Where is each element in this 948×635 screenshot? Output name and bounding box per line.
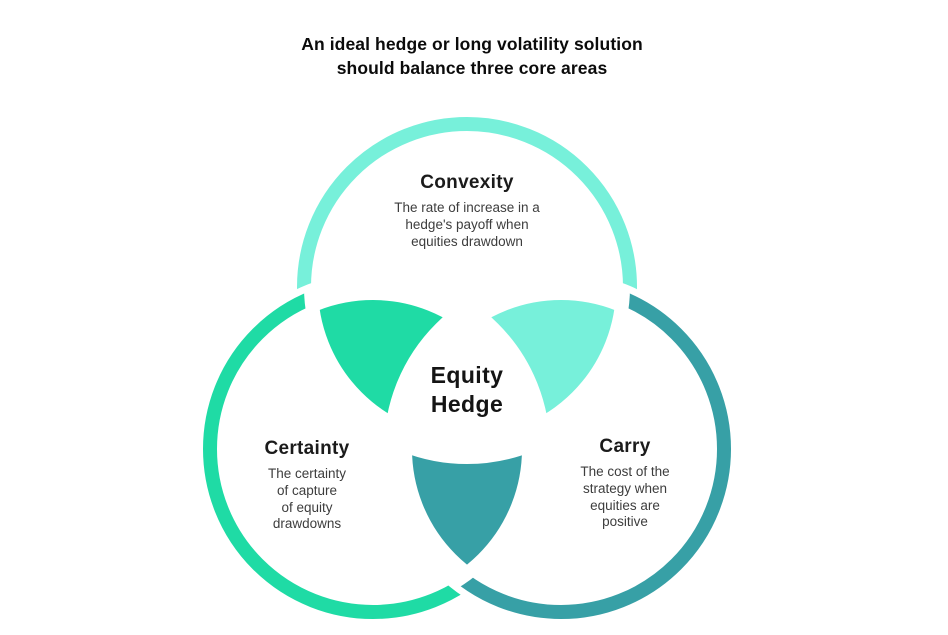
page-title: An ideal hedge or long volatility soluti… (232, 33, 712, 80)
carry-desc-line3: equities are (590, 497, 660, 513)
carry-desc-line2: strategy when (582, 480, 668, 496)
convexity-desc-line2: hedge's payoff when (405, 216, 529, 232)
equity-hedge-label: Equity Hedge (377, 361, 557, 419)
equity-hedge-line2: Hedge (430, 391, 504, 417)
carry-heading: Carry (599, 436, 651, 457)
convexity-desc-line3: equities drawdown (411, 233, 523, 249)
carry-label-block: Carry The cost of the strategy when equi… (549, 435, 701, 531)
equity-hedge-line1: Equity (430, 362, 504, 388)
convexity-desc-line1: The rate of increase in a (394, 200, 540, 215)
carry-desc-line4: positive (602, 514, 648, 530)
carry-desc-line1: The cost of the (580, 464, 670, 479)
certainty-desc-line1: The certainty (267, 466, 347, 481)
page-title-line1: An ideal hedge or long volatility soluti… (301, 34, 643, 54)
certainty-desc-line3: of equity (281, 499, 333, 515)
certainty-label-block: Certainty The certainty of capture of eq… (232, 437, 382, 533)
certainty-ring (203, 279, 543, 619)
convexity-heading: Convexity (420, 172, 514, 193)
convexity-description: The rate of increase in a hedge's payoff… (352, 200, 582, 250)
certainty-heading: Certainty (264, 438, 350, 459)
certainty-description: The certainty of capture of equity drawd… (232, 466, 382, 533)
carry-ring (391, 279, 731, 619)
certainty-desc-line2: of capture (276, 482, 338, 498)
convexity-label-block: Convexity The rate of increase in a hedg… (352, 171, 582, 250)
page-title-line2: should balance three core areas (336, 57, 608, 78)
certainty-desc-line4: drawdowns (272, 516, 342, 532)
carry-description: The cost of the strategy when equities a… (549, 464, 701, 531)
